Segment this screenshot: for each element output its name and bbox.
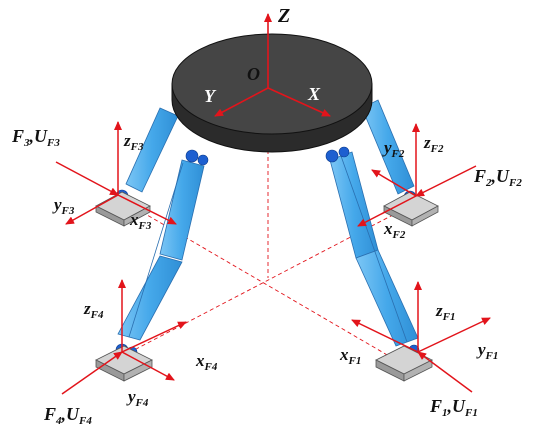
axis-x-arrow bbox=[267, 87, 331, 117]
force-arrow-1 bbox=[417, 351, 473, 393]
joint-4-top-b bbox=[197, 154, 209, 166]
y-axis-1 bbox=[417, 317, 491, 353]
x-label-2: xF2 bbox=[383, 219, 406, 241]
axis-y-label: Y bbox=[204, 86, 217, 106]
z-label-2: zF2 bbox=[423, 133, 444, 155]
diagonal-3-1 bbox=[129, 204, 414, 371]
force-arrow-4 bbox=[61, 351, 123, 395]
z-label-4: zF4 bbox=[83, 299, 104, 321]
y-label-4: yF4 bbox=[126, 387, 149, 409]
force-arrow-2 bbox=[415, 165, 477, 197]
x-label-3: xF3 bbox=[129, 210, 152, 232]
x-axis-1 bbox=[351, 319, 419, 353]
top-platform bbox=[171, 33, 373, 153]
z-label-3: zF3 bbox=[123, 131, 144, 153]
y-label-3: yF3 bbox=[52, 195, 75, 217]
x-label-4: xF4 bbox=[195, 351, 218, 373]
force-label-4: F4,UF4 bbox=[43, 404, 92, 427]
force-arrow-3 bbox=[55, 161, 119, 196]
axis-x-label: X bbox=[307, 84, 321, 104]
leg-4-lower bbox=[117, 255, 183, 341]
force-label-1: F1,UF1 bbox=[429, 396, 478, 419]
legs bbox=[117, 99, 419, 347]
global-axes bbox=[214, 13, 331, 117]
x-axis-4 bbox=[121, 321, 187, 353]
y-label-1: yF1 bbox=[476, 340, 498, 362]
y-axis-3 bbox=[65, 194, 119, 225]
x-label-1: xF1 bbox=[339, 345, 361, 367]
foot-plate-2 bbox=[383, 191, 439, 227]
foot-frames bbox=[55, 121, 491, 395]
foot-plate-1 bbox=[375, 345, 433, 382]
origin-label: O bbox=[247, 64, 260, 84]
y-label-2: yF2 bbox=[382, 138, 405, 160]
leg-4-groove bbox=[128, 162, 184, 338]
force-label-3: F3,UF3 bbox=[11, 126, 60, 149]
y-axis-2 bbox=[371, 169, 417, 197]
x-axis-2 bbox=[357, 195, 417, 227]
leg-2 bbox=[361, 99, 415, 195]
y-axis-4 bbox=[121, 351, 175, 381]
axis-y-arrow bbox=[214, 87, 269, 117]
leg-4-upper bbox=[159, 159, 205, 261]
leg-3 bbox=[125, 107, 179, 193]
leg-1-upper bbox=[329, 151, 379, 259]
joint-4-top bbox=[185, 149, 199, 163]
z-label-1: zF1 bbox=[435, 301, 455, 323]
axis-z-label: Z bbox=[277, 5, 290, 27]
force-label-2: F2,UF2 bbox=[473, 166, 522, 189]
joint-1-top bbox=[325, 149, 339, 163]
leg-1-groove bbox=[340, 155, 408, 343]
joint-1-top-b bbox=[338, 146, 350, 158]
platform-top bbox=[171, 33, 373, 135]
dashed-diagonals bbox=[114, 150, 414, 371]
leg-1-lower bbox=[355, 249, 419, 347]
x-axis-3 bbox=[117, 194, 177, 225]
